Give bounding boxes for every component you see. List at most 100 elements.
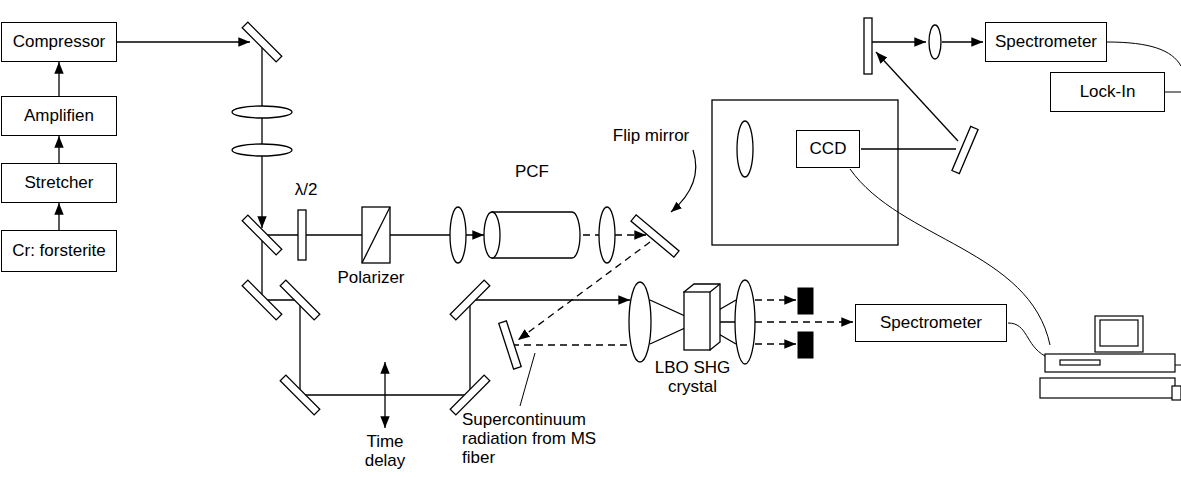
polarizer <box>362 207 390 263</box>
laser-beam <box>262 235 630 395</box>
polarizer <box>362 207 390 263</box>
delay-arrow <box>384 362 385 428</box>
camera-housing <box>712 100 898 245</box>
laser-box: Compressor <box>1 22 117 62</box>
cable <box>1175 365 1181 366</box>
cable <box>1165 92 1181 93</box>
cable <box>1107 42 1181 66</box>
polarizer <box>362 207 390 263</box>
delay-arrow <box>384 362 385 428</box>
computer <box>1040 316 1181 400</box>
supercontinuum-beam <box>583 234 599 235</box>
mirror <box>631 215 679 257</box>
lens <box>450 207 466 263</box>
lens <box>629 282 651 362</box>
shg-crystal <box>684 284 720 350</box>
cable <box>1008 323 1045 356</box>
supercontinuum-beam <box>755 321 853 322</box>
supercontinuum-beam <box>512 344 630 345</box>
laser-beam <box>117 41 250 42</box>
signal-arrow <box>58 136 59 163</box>
node-label: Amplifien <box>24 106 94 126</box>
computer <box>1172 386 1181 400</box>
part-label: Flip mirror <box>602 126 700 145</box>
shg-crystal <box>710 284 720 292</box>
cable <box>850 42 1181 365</box>
mirror <box>242 215 282 255</box>
beam-dump <box>798 288 813 358</box>
lens <box>735 280 755 364</box>
beam-dump <box>798 332 813 358</box>
computer <box>1100 320 1138 346</box>
part-label: λ/2 <box>282 180 330 199</box>
part-label: Supercontinuum radiation from MS fiber <box>462 410 602 467</box>
lens <box>232 144 292 156</box>
fiber-cylinder: PCF <box>482 160 582 260</box>
laser-beam <box>861 148 956 149</box>
beam-dump <box>798 288 813 314</box>
node-label: Cr: forsterite <box>12 241 106 261</box>
laser-box: Amplifien <box>1 96 117 136</box>
mirror <box>864 18 872 74</box>
laser-beam <box>261 42 262 228</box>
supercontinuum-beam <box>755 343 796 344</box>
lens <box>232 106 292 118</box>
lens <box>929 25 941 59</box>
supercontinuum-beam <box>755 299 796 300</box>
flip-arrow <box>671 150 696 212</box>
laser-beam <box>942 41 983 42</box>
spectrometer-box: Spectrometer <box>855 304 1007 342</box>
waveplate <box>298 210 306 260</box>
fiber-end <box>484 212 500 258</box>
node-label: Compressor <box>13 32 106 52</box>
lens <box>599 207 615 263</box>
mirror <box>450 375 490 415</box>
leader-line <box>520 353 535 406</box>
computer <box>1095 316 1143 352</box>
computer <box>1045 354 1175 372</box>
laser-beam <box>876 52 958 141</box>
computer <box>1060 360 1100 365</box>
leader-line <box>520 353 535 406</box>
mirror <box>499 321 521 369</box>
supercontinuum-beam <box>615 234 646 235</box>
laser-box: Cr: forsterite <box>1 230 117 272</box>
camera-box: CCD <box>796 130 860 168</box>
signal-arrow <box>58 62 59 96</box>
mirror <box>450 280 490 320</box>
fiber-cylinder <box>492 212 580 258</box>
mirror <box>280 280 320 320</box>
spectrometer-box: Spectrometer <box>985 22 1107 62</box>
node-label: Lock-In <box>1080 82 1136 102</box>
node-label: Stretcher <box>25 173 94 193</box>
mirror <box>242 280 282 320</box>
node-label: Spectrometer <box>880 313 982 333</box>
lens <box>232 25 941 364</box>
part-label: Polarizer <box>326 268 416 287</box>
node-label: CCD <box>810 139 847 159</box>
laser-beam <box>117 42 983 395</box>
waveplate <box>298 210 306 260</box>
shg-crystal <box>684 284 720 350</box>
signal-arrow <box>58 203 59 230</box>
shg-crystal <box>684 292 710 350</box>
node-label: Spectrometer <box>995 32 1097 52</box>
part-label: LBO SHG crystal <box>650 358 735 396</box>
cable <box>850 169 1050 345</box>
lockin-box: Lock-In <box>1050 72 1165 112</box>
laser-beam <box>872 41 926 42</box>
part-label: Time delay <box>350 432 420 470</box>
node-label: PCF <box>482 160 582 182</box>
camera-housing <box>712 100 898 245</box>
mirror <box>242 18 978 415</box>
lens <box>737 121 753 177</box>
mirror <box>952 126 978 173</box>
flip-arrow <box>671 150 696 212</box>
mirror <box>280 375 320 415</box>
laser-box: Stretcher <box>1 163 117 203</box>
mirror <box>242 22 282 62</box>
